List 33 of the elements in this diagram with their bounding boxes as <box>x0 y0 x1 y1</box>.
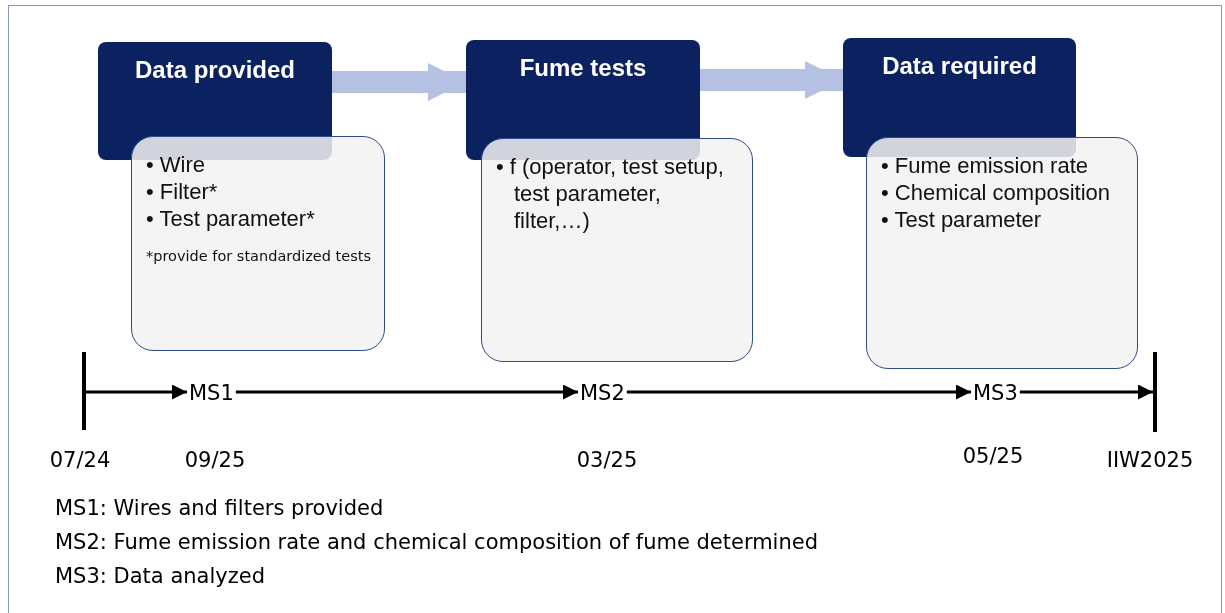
bullet-item: • Filter* <box>146 178 219 205</box>
content-card <box>481 138 753 362</box>
date-label: 07/24 <box>49 448 111 472</box>
milestone-note: MS3: Data analyzed <box>55 564 265 588</box>
date-label: 05/25 <box>962 444 1024 468</box>
bullet-item: • Chemical composition <box>881 179 1111 206</box>
block-arrow <box>700 60 843 100</box>
date-label: 09/25 <box>184 448 246 472</box>
milestone-label: MS2 <box>578 381 627 405</box>
milestone-note: MS1: Wires and filters provided <box>55 496 384 520</box>
bullet-item: • Test parameter <box>881 206 1043 233</box>
timeline-tick <box>1153 352 1157 432</box>
date-label: IIW2025 <box>1106 448 1194 472</box>
milestone-label: MS1 <box>187 381 236 405</box>
timeline-arrow <box>86 384 187 400</box>
bullet-item: • Fume emission rate <box>881 152 1089 179</box>
block-arrow <box>332 62 466 102</box>
bullet-item: • Wire <box>146 151 207 178</box>
timeline-tick <box>82 352 86 430</box>
content-card <box>866 137 1138 369</box>
date-label: 03/25 <box>576 448 638 472</box>
milestone-note: MS2: Fume emission rate and chemical composition of fume determined <box>55 530 818 554</box>
timeline-arrow <box>1019 384 1153 400</box>
timeline-arrow <box>235 384 578 400</box>
timeline-arrow <box>626 384 971 400</box>
milestone-label: MS3 <box>971 381 1020 405</box>
box-heading: Fume tests <box>518 54 648 82</box>
footnote: *provide for standardized tests <box>146 247 372 266</box>
box-heading: Data provided <box>134 56 296 84</box>
content-card <box>131 136 385 351</box>
bullet-item: • Test parameter* <box>146 205 316 232</box>
bullet-item: • f (operator, test setup, test parameter, filter,…) <box>496 153 725 234</box>
box-heading: Data required <box>881 52 1038 80</box>
